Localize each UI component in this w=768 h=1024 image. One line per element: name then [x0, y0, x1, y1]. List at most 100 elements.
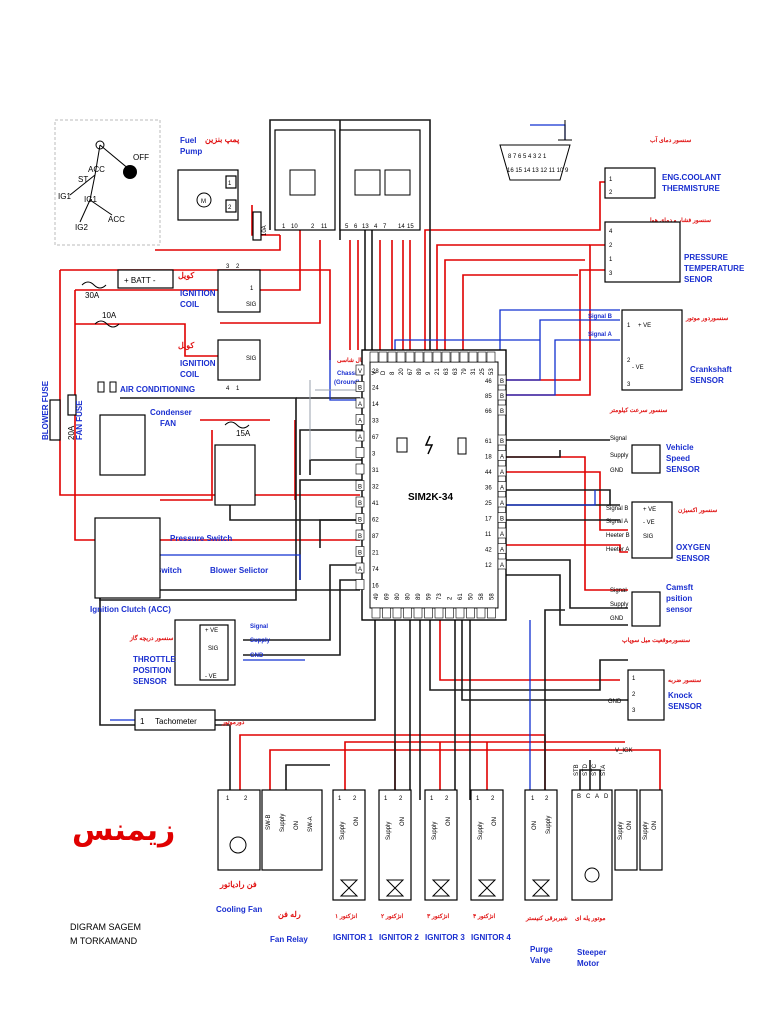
wire-layer: [59, 119, 661, 800]
ecu-bottom-pin-box: [424, 607, 433, 619]
pt-pin: 2: [609, 243, 613, 249]
ign-coil-2-pin: 4: [226, 386, 230, 392]
ecu-bottom-pin-label: 89: [416, 593, 422, 600]
blower-fuse: BLOWER FUSE: [41, 380, 50, 440]
injector-pin: ON: [492, 817, 498, 826]
ecu-top-pin-label: D: [381, 370, 387, 375]
stepper-wire: STC: [592, 763, 598, 776]
injector-valve-icon: [339, 879, 359, 897]
pt-pin: 4: [609, 229, 613, 235]
oxygen-sensor: Signal B Signal A Heeter B Heeter A + VE…: [606, 501, 717, 563]
ecu-left-pin-number: 3: [372, 452, 376, 458]
ecu-right-pin-box: [497, 404, 507, 416]
stepper-wire: STA: [601, 765, 607, 776]
injector-valve-icon: [431, 879, 451, 897]
injector-pin: ON: [354, 817, 360, 826]
throttle-minus: - VE: [205, 674, 217, 680]
ecu-left-pin-letter: A: [358, 567, 362, 573]
ecu-right-pin-box: [497, 558, 507, 570]
ignitor-pin: ON: [652, 821, 658, 830]
injector-pin: ON: [446, 817, 452, 826]
relay-pin: 5: [345, 224, 349, 230]
cooling-fan: 1 2 فن رادیاتور Cooling Fan: [216, 789, 262, 914]
ecu-left-pin-letter: B: [358, 386, 362, 392]
relay-pin: 2: [311, 224, 315, 230]
relay-pin: 10: [291, 224, 298, 230]
injector-label: IGNITOR 4: [471, 933, 511, 942]
ecu-bottom-pin-box: [382, 607, 391, 619]
ecu-right-pin-letter: B: [500, 394, 504, 400]
pressure-temp-fa: سنسور فشار و دمای هوا: [650, 217, 711, 224]
vss-pin: GND: [610, 468, 624, 474]
v-igk: V_IGK: [615, 748, 633, 754]
ecu-bottom-pin-box: [455, 607, 465, 619]
ecu-bottom-pin-box: [466, 607, 475, 619]
ecu-bottom-pin-box: [413, 607, 423, 619]
ac-switch: A/C Switch: [140, 566, 182, 575]
ecu-bottom-pin-label: 69: [385, 593, 391, 600]
relay-pin: 13: [362, 224, 369, 230]
ecu-top-pin-box: [441, 351, 451, 363]
injector-pin: 2: [353, 796, 357, 802]
relay-fuse-10a: 10A: [262, 225, 268, 236]
ecu-right-pin-number: 36: [485, 486, 492, 492]
ecu-right-pin-number: 66: [485, 409, 492, 415]
crank-pin: 1: [627, 323, 631, 329]
ignitor-pin: Supply: [643, 822, 649, 840]
ecu-top-pin-box: [378, 351, 388, 363]
ecu-bottom-pin-label: 49: [374, 593, 380, 600]
battery-block: + BATT - 30A 10A: [81, 269, 174, 328]
frelay-pin: SW-B: [266, 814, 272, 830]
ecu-left-pin-number: 87: [372, 534, 379, 540]
ecu-left-pin-letter: B: [358, 534, 362, 540]
coolant-fa: سنسور دمای آب: [650, 136, 691, 144]
cfan-pin: 2: [244, 796, 248, 802]
ecu-top-pin-box: [405, 351, 415, 363]
ecu-left-pin-letter: B: [358, 551, 362, 557]
pt-pin: 3: [609, 271, 613, 277]
ignition-clutch: Ignition Clutch (ACC): [90, 605, 171, 614]
cam-pin: Supply: [610, 602, 628, 608]
ecu-right-pin-letter: A: [500, 501, 504, 507]
diagnostic-connector: 8 7 6 5 4 3 2 1 16 15 14 13 12 11 10 9: [499, 120, 572, 181]
ecu-left-pin-number: 62: [372, 518, 379, 524]
injector-pin: 1: [338, 796, 342, 802]
ecu-right-pin-box: [497, 481, 507, 492]
ecu-bottom-pin-box: [434, 607, 444, 619]
ecu-name: SIM2K-34: [408, 492, 453, 503]
ecu-right-pin-number: 12: [485, 563, 492, 569]
ecu-top-pin-box: [432, 351, 442, 363]
ecu-right-pin-letter: A: [500, 486, 504, 492]
relay-pin: 1: [282, 224, 286, 230]
ecu-left-pin-letter: B: [358, 518, 362, 524]
ecu-left-pin-box: [355, 364, 365, 376]
ecu-bottom-pin-box: [403, 607, 412, 619]
ecu-left-pin-box: [355, 496, 365, 508]
injector-label: IGNITOR 3: [425, 933, 465, 942]
ecu-left-pin-number: 16: [372, 584, 379, 590]
air-conditioning: AIR CONDITIONING: [120, 385, 195, 394]
ecu-bottom-pin-label: 80: [395, 593, 401, 600]
ecu-left-pin-box: [355, 430, 365, 442]
ecu-bottom-pin-label: 73: [437, 593, 443, 600]
ecu-bottom-pin-label: 50: [469, 593, 475, 600]
fuel-pump-pin-1: 1: [228, 181, 232, 187]
ecu-left-pin-number: 31: [372, 468, 379, 474]
frelay-label: Fan Relay: [270, 935, 308, 944]
tacho-pin: 1: [140, 717, 145, 726]
chassis-label: Chassis(Ground): [334, 371, 361, 386]
ecu-top-pin-label: 20: [399, 368, 405, 375]
ign-pos-ig2: IG2: [75, 223, 88, 232]
injector-pin: Supply: [478, 822, 484, 840]
vss-pin: Supply: [610, 453, 628, 459]
ecu-left-pin-letter: A: [358, 402, 362, 408]
o2-pin: Heeter A: [606, 547, 629, 553]
